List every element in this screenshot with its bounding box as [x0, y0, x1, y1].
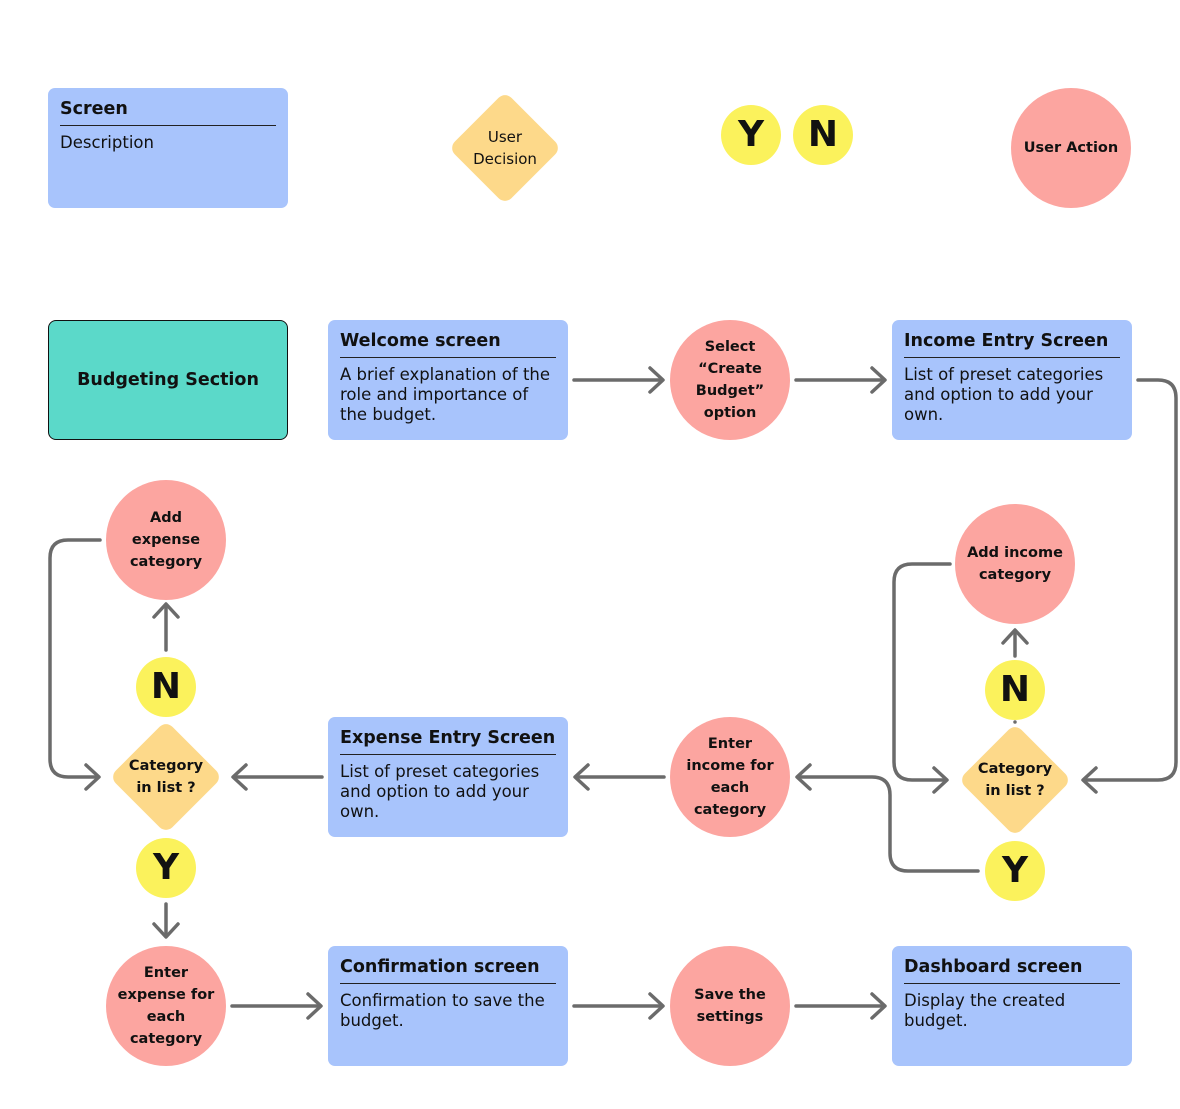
legend-decision: User Decision: [447, 90, 563, 206]
legend-no-label: N: [807, 114, 839, 155]
expense-yes-badge: Y: [136, 838, 196, 898]
connector-y-to-enter-income: [796, 775, 980, 873]
legend-yes-badge: Y: [721, 105, 781, 165]
confirmation-desc: Confirmation to save the budget.: [340, 991, 545, 1030]
add-income-category-action: Add income category: [955, 504, 1075, 624]
legend-screen-title: Screen: [60, 98, 276, 126]
legend-yes-label: Y: [737, 114, 765, 155]
expense-no-badge: N: [136, 657, 196, 717]
legend-action-label: User Action: [1023, 140, 1119, 156]
income-yes-badge: Y: [985, 841, 1045, 901]
add-expense-category-label: Add expense category: [129, 510, 203, 570]
expense-no-label: N: [150, 666, 182, 707]
welcome-screen-title: Welcome screen: [340, 330, 556, 358]
welcome-screen-node: Welcome screen A brief explanation of th…: [328, 320, 568, 440]
expense-category-decision: Category in list ?: [108, 719, 224, 835]
select-create-budget-label: Select “Create Budget” option: [695, 339, 765, 421]
expense-decision-label: Category in list ?: [128, 758, 204, 796]
expense-entry-desc: List of preset categories and option to …: [340, 762, 540, 821]
expense-yes-label: Y: [152, 847, 180, 888]
connector-add-income-to-decision: [892, 562, 952, 782]
add-expense-category-action: Add expense category: [106, 480, 226, 600]
connector-add-expense-to-decision: [48, 538, 102, 779]
confirmation-screen-node: Confirmation screen Confirmation to save…: [328, 946, 568, 1066]
enter-income-label: Enter income for each category: [686, 736, 774, 818]
budgeting-section-label: Budgeting Section: [48, 320, 288, 440]
income-decision-label: Category in list ?: [977, 761, 1053, 799]
welcome-screen-desc: A brief explanation of the role and impo…: [340, 365, 551, 424]
legend-action: User Action: [1011, 88, 1131, 208]
legend-no-badge: N: [793, 105, 853, 165]
dashboard-title: Dashboard screen: [904, 956, 1120, 984]
income-entry-title: Income Entry Screen: [904, 330, 1120, 358]
legend-decision-label: User Decision: [473, 128, 537, 168]
select-create-budget-action: Select “Create Budget” option: [670, 320, 790, 440]
enter-expense-action: Enter expense for each category: [106, 946, 226, 1066]
legend-screen-desc: Description: [60, 133, 154, 152]
dashboard-screen-node: Dashboard screen Display the created bud…: [892, 946, 1132, 1066]
legend-screen: Screen Description: [48, 88, 288, 208]
income-category-decision: Category in list ?: [957, 722, 1073, 838]
expense-entry-screen-node: Expense Entry Screen List of preset cate…: [328, 717, 568, 837]
connector-income-to-decision: [1082, 378, 1178, 782]
enter-expense-label: Enter expense for each category: [117, 965, 215, 1047]
income-no-badge: N: [985, 660, 1045, 720]
expense-entry-title: Expense Entry Screen: [340, 727, 556, 755]
income-yes-label: Y: [1001, 850, 1029, 891]
save-settings-label: Save the settings: [694, 987, 766, 1025]
income-entry-screen-node: Income Entry Screen List of preset categ…: [892, 320, 1132, 440]
enter-income-action: Enter income for each category: [670, 717, 790, 837]
confirmation-title: Confirmation screen: [340, 956, 556, 984]
dashboard-desc: Display the created budget.: [904, 991, 1066, 1030]
income-no-label: N: [999, 669, 1031, 710]
add-income-category-label: Add income category: [967, 545, 1063, 583]
income-entry-desc: List of preset categories and option to …: [904, 365, 1104, 424]
section-title: Budgeting Section: [77, 370, 259, 390]
save-settings-action: Save the settings: [670, 946, 790, 1066]
